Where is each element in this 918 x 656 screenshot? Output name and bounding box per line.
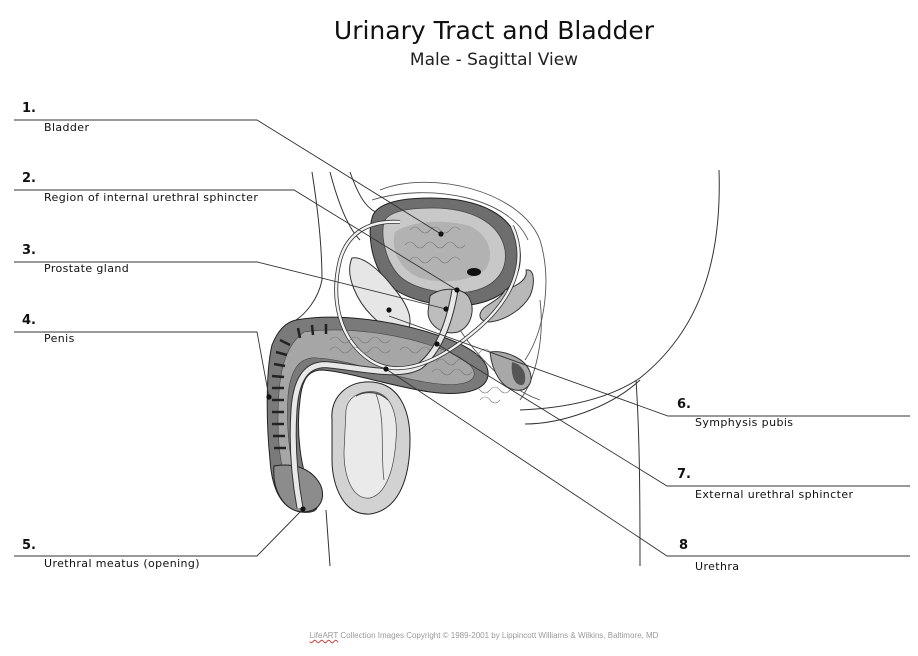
erectile-stripes bbox=[271, 324, 328, 450]
label-text: Region of internal urethral sphincter bbox=[44, 191, 259, 204]
testis-shape bbox=[331, 381, 411, 515]
label-text: Prostate gland bbox=[44, 262, 130, 275]
label-text: Penis bbox=[44, 332, 75, 345]
label-number: 3. bbox=[22, 243, 36, 258]
label-number: 2. bbox=[22, 171, 36, 186]
label-text: Bladder bbox=[44, 121, 90, 134]
body-outline bbox=[295, 169, 720, 567]
label-number: 4. bbox=[22, 313, 36, 328]
label-number: 7. bbox=[677, 467, 691, 482]
label-text: External urethral sphincter bbox=[695, 488, 854, 501]
label-text: Symphysis pubis bbox=[695, 416, 794, 429]
label-number: 1. bbox=[22, 101, 36, 116]
label-number: 6. bbox=[677, 397, 691, 412]
urethra-tube bbox=[289, 219, 521, 509]
brand-name: LifeART bbox=[309, 631, 339, 640]
label-number: 8 bbox=[679, 538, 689, 553]
label-number: 5. bbox=[22, 538, 36, 553]
bladder-shape bbox=[369, 197, 521, 307]
pointer-dots bbox=[266, 231, 460, 512]
label-text: Urethral meatus (opening) bbox=[44, 557, 200, 570]
diagram-title: Urinary Tract and Bladder bbox=[333, 16, 655, 45]
copyright-text: Collection Images Copyright © 1989-2001 … bbox=[338, 631, 659, 640]
label-text: Urethra bbox=[695, 560, 740, 573]
copyright-notice: LifeART Collection Images Copyright © 19… bbox=[0, 631, 918, 640]
leader-lines bbox=[14, 119, 910, 557]
diagram-subtitle: Male - Sagittal View bbox=[409, 50, 579, 70]
